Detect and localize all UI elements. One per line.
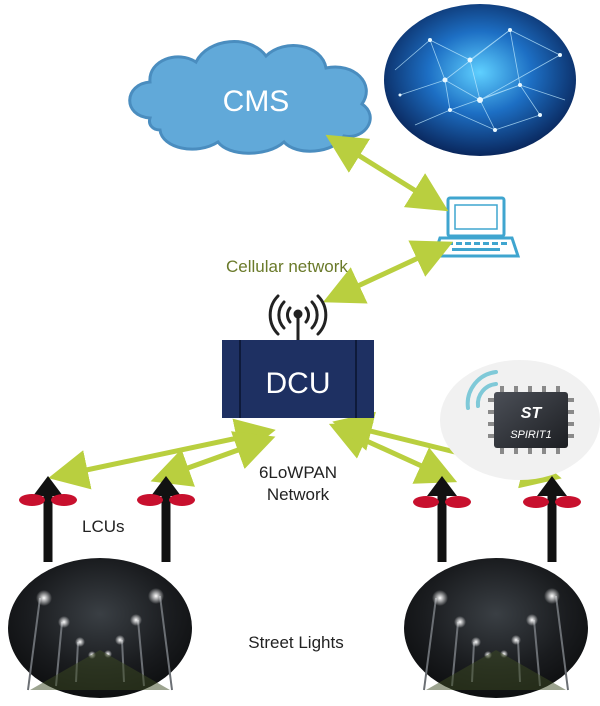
lcu-3	[413, 476, 471, 562]
cms-label: CMS	[223, 85, 290, 118]
antenna-icon	[268, 294, 328, 342]
lcus-label: LCUs	[82, 517, 125, 536]
street-lights-label: Street Lights	[248, 633, 343, 652]
link-cms-gateway	[325, 134, 449, 212]
street-lights-image-left	[8, 558, 192, 698]
chip-label: SPIRIT1	[510, 429, 552, 441]
link-dcu-lcu-2	[150, 431, 276, 487]
globe-network-icon	[384, 4, 576, 156]
lcu-4	[523, 476, 581, 562]
chip-brand: ST	[521, 405, 543, 422]
street-lights-image-right	[404, 558, 588, 698]
link-gateway-dcu	[322, 240, 454, 304]
lcu-1	[19, 476, 77, 562]
cellular-network-label: Cellular network	[226, 257, 348, 276]
dcu-label: DCU	[266, 367, 331, 400]
cms-cloud: CMS	[128, 40, 372, 155]
dcu-box: DCU	[222, 294, 374, 418]
mesh-network-label-line1: 6LoWPAN	[259, 463, 337, 482]
mesh-network-label-line2: Network	[267, 485, 330, 504]
wireless-chip-icon: ST SPIRIT1	[440, 360, 600, 480]
lcu-2	[137, 476, 195, 562]
link-dcu-lcu-1	[48, 418, 276, 490]
laptop-icon	[431, 196, 521, 258]
cloud-icon	[128, 40, 372, 155]
